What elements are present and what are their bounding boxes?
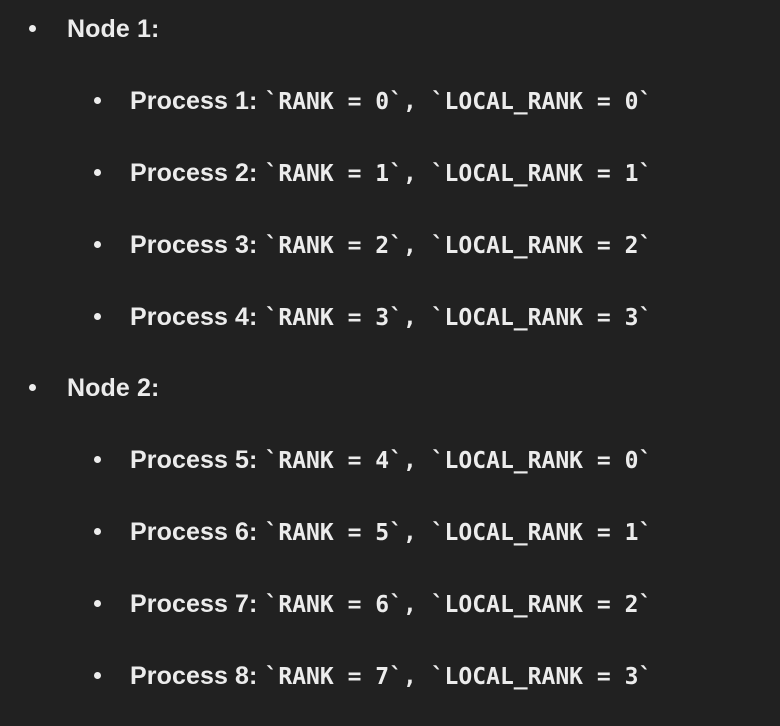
process-line: Process 7: `RANK = 6`, `LOCAL_RANK = 2` [130,587,780,622]
node-label: Node 1: [67,15,160,43]
process-list: Process 1: `RANK = 0`, `LOCAL_RANK = 0` … [67,84,780,334]
process-line: Process 8: `RANK = 7`, `LOCAL_RANK = 3` [130,659,780,694]
code-separator: , [403,89,431,115]
code-separator: , [403,161,431,187]
bullet-icon [94,600,101,607]
process-label: Process 4: [130,303,265,331]
process-label: Process 7: [130,590,265,618]
list-item-process: Process 1: `RANK = 0`, `LOCAL_RANK = 0` [67,84,780,118]
bullet-icon [94,169,101,176]
list-item-process: Process 2: `RANK = 1`, `LOCAL_RANK = 1` [67,156,780,190]
code-rank: `RANK = 1` [264,161,403,187]
code-local-rank: `LOCAL_RANK = 3` [430,305,653,331]
process-label: Process 6: [130,518,265,546]
node-label: Node 2: [67,374,160,402]
list-item-node: Node 1: Process 1: `RANK = 0`, `LOCAL_RA… [0,12,780,334]
list-item-process: Process 6: `RANK = 5`, `LOCAL_RANK = 1` [67,515,780,549]
code-local-rank: `LOCAL_RANK = 0` [430,89,653,115]
code-rank: `RANK = 3` [264,305,403,331]
code-rank: `RANK = 0` [264,89,403,115]
process-line: Process 3: `RANK = 2`, `LOCAL_RANK = 2` [130,228,780,263]
process-line: Process 4: `RANK = 3`, `LOCAL_RANK = 3` [130,300,780,335]
bullet-icon [94,528,101,535]
code-separator: , [403,233,431,259]
code-rank: `RANK = 4` [264,448,403,474]
process-line: Process 5: `RANK = 4`, `LOCAL_RANK = 0` [130,443,780,478]
bullet-icon [94,313,101,320]
process-label: Process 1: [130,87,265,115]
process-list: Process 5: `RANK = 4`, `LOCAL_RANK = 0` … [67,443,780,693]
code-rank: `RANK = 7` [264,664,403,690]
process-label: Process 3: [130,231,265,259]
process-line: Process 6: `RANK = 5`, `LOCAL_RANK = 1` [130,515,780,550]
bullet-icon [94,241,101,248]
code-separator: , [403,592,431,618]
code-rank: `RANK = 2` [264,233,403,259]
code-local-rank: `LOCAL_RANK = 1` [430,520,653,546]
code-separator: , [403,664,431,690]
process-label: Process 8: [130,662,265,690]
bullet-icon [94,456,101,463]
code-local-rank: `LOCAL_RANK = 0` [430,448,653,474]
node-list: Node 1: Process 1: `RANK = 0`, `LOCAL_RA… [0,12,780,693]
bullet-icon [94,97,101,104]
bullet-icon [94,672,101,679]
list-item-process: Process 3: `RANK = 2`, `LOCAL_RANK = 2` [67,228,780,262]
list-item-process: Process 4: `RANK = 3`, `LOCAL_RANK = 3` [67,300,780,334]
code-separator: , [403,520,431,546]
process-label: Process 2: [130,159,265,187]
code-local-rank: `LOCAL_RANK = 2` [430,233,653,259]
code-local-rank: `LOCAL_RANK = 3` [430,664,653,690]
list-item-process: Process 7: `RANK = 6`, `LOCAL_RANK = 2` [67,587,780,621]
code-rank: `RANK = 6` [264,592,403,618]
code-separator: , [403,305,431,331]
code-rank: `RANK = 5` [264,520,403,546]
bullet-icon [29,25,36,32]
list-item-process: Process 5: `RANK = 4`, `LOCAL_RANK = 0` [67,443,780,477]
code-local-rank: `LOCAL_RANK = 1` [430,161,653,187]
bullet-icon [29,384,36,391]
list-item-process: Process 8: `RANK = 7`, `LOCAL_RANK = 3` [67,659,780,693]
process-line: Process 1: `RANK = 0`, `LOCAL_RANK = 0` [130,84,780,119]
code-separator: , [403,448,431,474]
process-line: Process 2: `RANK = 1`, `LOCAL_RANK = 1` [130,156,780,191]
process-label: Process 5: [130,446,265,474]
code-local-rank: `LOCAL_RANK = 2` [430,592,653,618]
list-item-node: Node 2: Process 5: `RANK = 4`, `LOCAL_RA… [0,371,780,693]
